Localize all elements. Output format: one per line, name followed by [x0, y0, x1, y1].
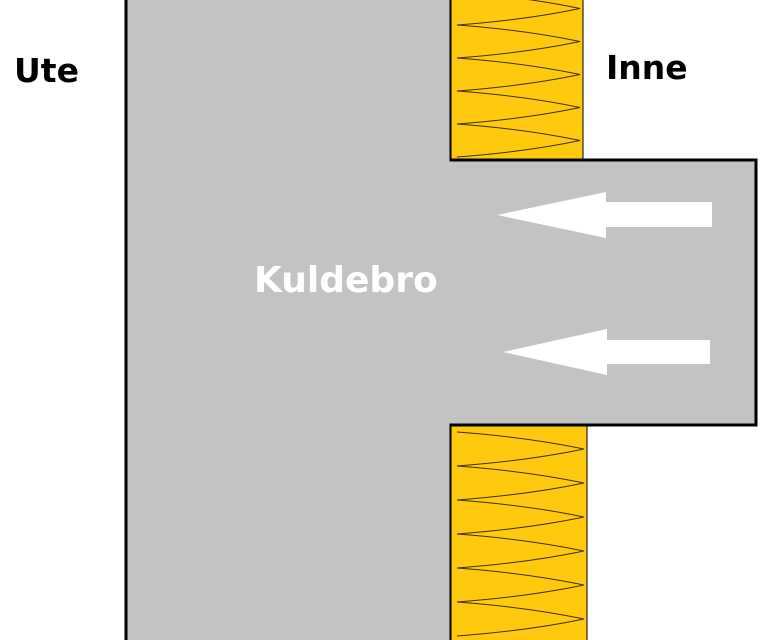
inside-label: Inne	[606, 48, 688, 87]
arrow-left-icon	[503, 329, 710, 375]
insulation-top	[450, 0, 584, 160]
arrow-left-icon	[497, 192, 712, 238]
outside-label: Ute	[14, 51, 79, 90]
thermal-bridge-label: Kuldebro	[254, 260, 438, 301]
zigzag-insulation-icon	[456, 431, 585, 637]
insulation-bottom	[450, 425, 588, 640]
concrete-wall-and-slab	[124, 0, 758, 640]
zigzag-insulation-icon	[456, 0, 581, 158]
